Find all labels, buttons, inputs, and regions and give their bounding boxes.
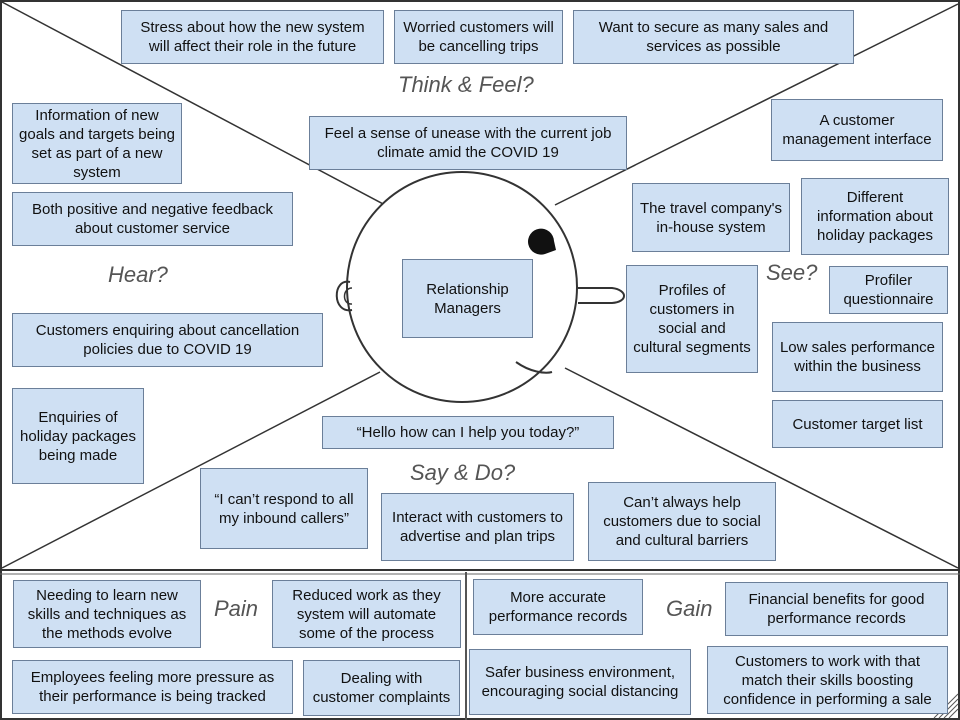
gain-label: Gain <box>666 596 713 621</box>
see-note: Low sales performance within the busines… <box>772 322 943 392</box>
think-feel-note: Worried customers will be cancelling tri… <box>394 10 563 64</box>
say-do-note: “Hello how can I help you today?” <box>322 416 614 449</box>
gain-note: Customers to work with that match their … <box>707 646 948 714</box>
pain-note: Dealing with customer complaints <box>303 660 460 716</box>
eye-icon <box>528 228 556 255</box>
pain-note: Employees feeling more pressure as their… <box>12 660 293 714</box>
say-do-note: Can’t always help customers due to socia… <box>588 482 776 561</box>
hear-label: Hear? <box>108 262 168 287</box>
think-feel-note: Want to secure as many sales and service… <box>573 10 854 64</box>
hear-note: Information of new goals and targets bei… <box>12 103 182 184</box>
hear-note: Enquiries of holiday packages being made <box>12 388 144 484</box>
think-feel-note: Feel a sense of unease with the current … <box>309 116 627 170</box>
think-feel-label: Think & Feel? <box>398 72 534 97</box>
see-note: The travel company's in-house system <box>632 183 790 252</box>
mouth-icon <box>515 361 553 374</box>
pain-note: Needing to learn new skills and techniqu… <box>13 580 201 648</box>
say-do-label: Say & Do? <box>410 460 516 485</box>
say-do-note: “I can’t respond to all my inbound calle… <box>200 468 368 549</box>
see-note: A customer management interface <box>771 99 943 161</box>
ear-icon <box>335 280 353 312</box>
think-feel-note: Stress about how the new system will aff… <box>121 10 384 64</box>
diagonal-top-right <box>554 3 959 206</box>
nose-icon <box>578 287 625 304</box>
see-note: Profiler questionnaire <box>829 266 948 314</box>
hear-note: Customers enquiring about cancellation p… <box>12 313 323 367</box>
see-note: Profiles of customers in social and cult… <box>626 265 758 373</box>
diagonal-bottom-right <box>564 367 959 569</box>
pain-note: Reduced work as they system will automat… <box>272 580 461 648</box>
see-note: Customer target list <box>772 400 943 448</box>
diagonal-bottom-left <box>1 371 381 569</box>
say-do-note: Interact with customers to advertise and… <box>381 493 574 561</box>
diagonal-top-left <box>1 1 386 206</box>
see-label: See? <box>766 260 818 285</box>
gain-note: More accurate performance records <box>473 579 643 635</box>
center-persona-note: Relationship Managers <box>402 259 533 338</box>
hear-note: Both positive and negative feedback abou… <box>12 192 293 246</box>
gain-note: Financial benefits for good performance … <box>725 582 948 636</box>
pain-label: Pain <box>214 596 259 621</box>
see-note: Different information about holiday pack… <box>801 178 949 255</box>
gain-note: Safer business environment, encouraging … <box>469 649 691 715</box>
